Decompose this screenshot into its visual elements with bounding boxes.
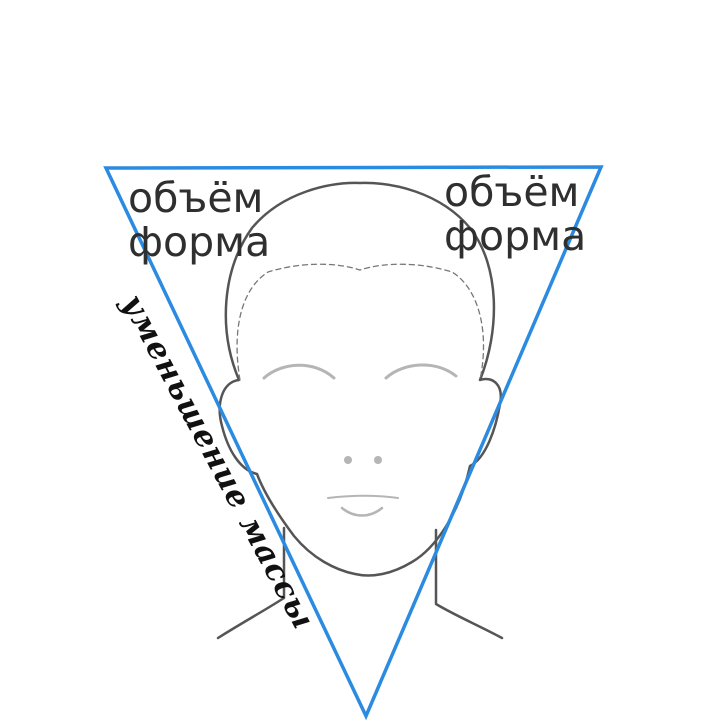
lower-lip	[340, 506, 384, 517]
neck-right	[434, 528, 504, 640]
head-illustration	[216, 181, 504, 640]
left-eyebrow	[262, 363, 336, 380]
mouth-line	[327, 494, 399, 499]
label-left-line2: форма	[128, 218, 271, 266]
right-nostril	[374, 456, 382, 464]
neck-left	[216, 526, 286, 640]
inverted-triangle	[103, 165, 604, 720]
label-left-line1: объём	[128, 174, 264, 222]
hairline	[236, 263, 485, 381]
left-nostril	[344, 456, 352, 464]
label-right-line1: объём	[444, 168, 580, 216]
label-volume-form-left: объём форма	[128, 176, 270, 264]
right-eyebrow	[384, 363, 458, 380]
facial-features	[262, 363, 458, 517]
label-right-line2: форма	[444, 212, 587, 260]
head-outline	[218, 181, 503, 577]
label-volume-form-right: объём форма	[444, 170, 586, 258]
